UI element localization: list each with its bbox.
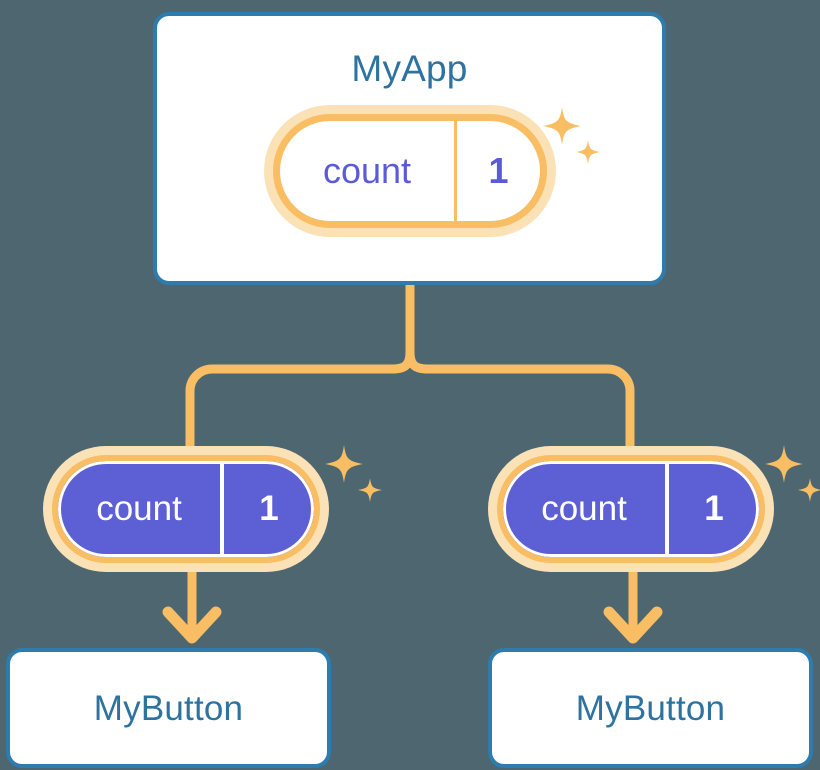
state-capsule: count 1 [52,455,320,563]
arrow-down-icon-right [603,572,663,644]
sparkle-icon-large [325,445,363,483]
page-title: MyApp [351,48,468,89]
state-key: count [322,150,412,191]
state-capsule: count 1 [273,114,547,228]
prop-key: count [96,489,182,528]
sparkle-icon-large [765,445,803,483]
child-component-title: MyButton [575,688,726,728]
prop-key: count [541,489,627,528]
prop-value: 1 [665,461,759,557]
state-capsule-root[interactable]: count 1 [273,114,547,228]
prop-capsule-left[interactable]: count 1 [52,455,320,563]
prop-value: 1 [220,461,314,557]
fork-connector-right-branch [405,351,635,462]
child-component-card-right[interactable]: MyButton [488,648,813,768]
arrow-down-icon-left [162,572,222,644]
child-component-card-left[interactable]: MyButton [6,648,331,768]
sparkle-icon-right [762,443,820,520]
state-capsule: count 1 [497,455,765,563]
sparkle-icon-small [358,478,382,502]
sparkle-icon-left [322,443,392,520]
prop-capsule-right[interactable]: count 1 [497,455,765,563]
child-component-title: MyButton [93,688,244,728]
sparkle-icon-small [798,478,820,502]
state-value: 1 [454,121,540,221]
fork-connector-left-branch [185,351,415,462]
